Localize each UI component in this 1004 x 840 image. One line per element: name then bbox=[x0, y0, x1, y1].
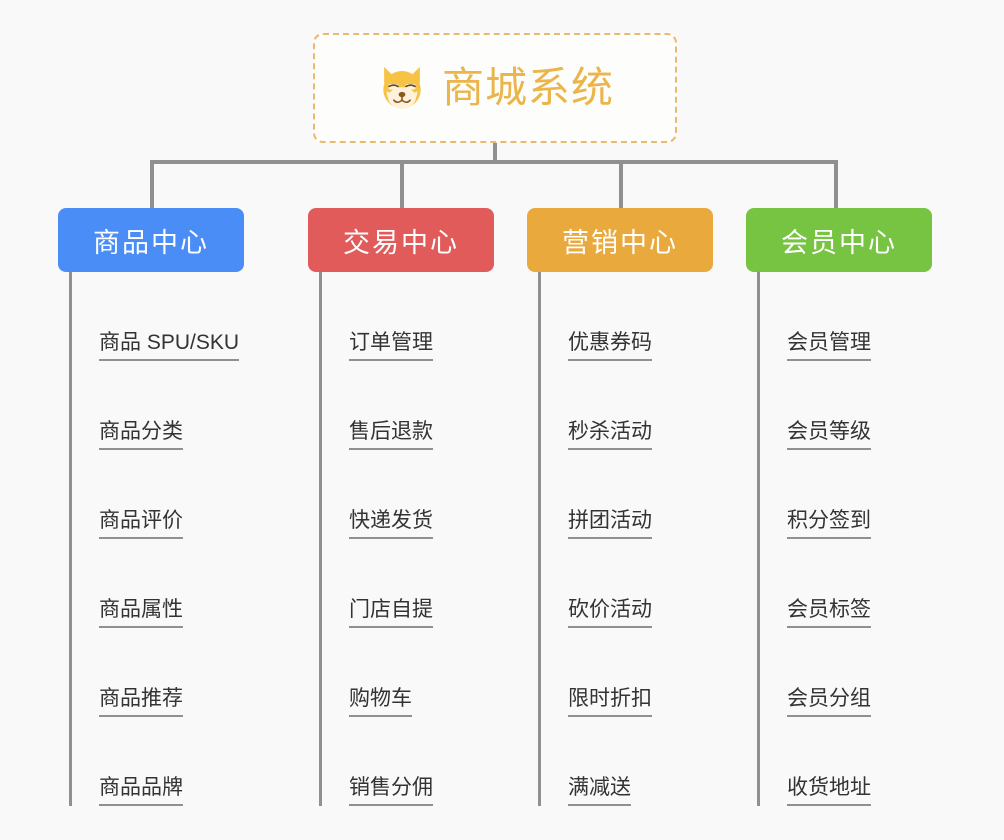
leaf-list-marketing: 优惠券码 秒杀活动 拼团活动 砍价活动 限时折扣 满减送 bbox=[538, 272, 713, 806]
list-item[interactable]: 会员标签 bbox=[760, 539, 932, 628]
list-item[interactable]: 商品推荐 bbox=[72, 628, 244, 717]
leaf-label: 满减送 bbox=[568, 776, 631, 806]
branch-header-product[interactable]: 商品中心 bbox=[58, 208, 244, 272]
branch-header-trade[interactable]: 交易中心 bbox=[308, 208, 494, 272]
leaf-label: 商品 SPU/SKU bbox=[99, 331, 240, 361]
branch-header-label: 商品中心 bbox=[93, 227, 209, 258]
list-item[interactable]: 商品评价 bbox=[72, 450, 244, 539]
leaf-label: 门店自提 bbox=[349, 598, 433, 628]
leaf-label: 限时折扣 bbox=[568, 687, 652, 717]
leaf-label: 销售分佣 bbox=[349, 776, 433, 806]
leaf-label: 商品评价 bbox=[99, 509, 183, 539]
leaf-label: 会员管理 bbox=[787, 331, 871, 361]
list-item[interactable]: 收货地址 bbox=[760, 717, 932, 806]
branch-column-trade: 交易中心 订单管理 售后退款 快递发货 门店自提 购物车 销售分佣 bbox=[308, 208, 494, 806]
connector-drop-1 bbox=[400, 160, 404, 208]
leaf-list-product: 商品 SPU/SKU 商品分类 商品评价 商品属性 商品推荐 商品品牌 bbox=[69, 272, 244, 806]
leaf-label: 积分签到 bbox=[787, 509, 871, 539]
branch-column-marketing: 营销中心 优惠券码 秒杀活动 拼团活动 砍价活动 限时折扣 满减送 bbox=[527, 208, 713, 806]
leaf-label: 商品推荐 bbox=[99, 687, 183, 717]
connector-drop-3 bbox=[834, 160, 838, 208]
shiba-dog-face-icon bbox=[383, 66, 421, 110]
leaf-label: 售后退款 bbox=[349, 420, 433, 450]
list-item[interactable]: 砍价活动 bbox=[541, 539, 713, 628]
list-item[interactable]: 限时折扣 bbox=[541, 628, 713, 717]
branch-header-marketing[interactable]: 营销中心 bbox=[527, 208, 713, 272]
leaf-label: 商品分类 bbox=[99, 420, 183, 450]
leaf-label: 优惠券码 bbox=[568, 331, 652, 361]
list-item[interactable]: 会员分组 bbox=[760, 628, 932, 717]
list-item[interactable]: 秒杀活动 bbox=[541, 361, 713, 450]
leaf-list-trade: 订单管理 售后退款 快递发货 门店自提 购物车 销售分佣 bbox=[319, 272, 494, 806]
leaf-label: 订单管理 bbox=[349, 331, 433, 361]
leaf-label: 会员分组 bbox=[787, 687, 871, 717]
branch-header-label: 会员中心 bbox=[781, 227, 897, 258]
connector-drop-2 bbox=[619, 160, 623, 208]
connector-root-stub bbox=[493, 143, 497, 164]
list-item[interactable]: 购物车 bbox=[322, 628, 494, 717]
leaf-list-member: 会员管理 会员等级 积分签到 会员标签 会员分组 收货地址 bbox=[757, 272, 932, 806]
connector-horizontal-bus bbox=[150, 160, 838, 164]
leaf-label: 购物车 bbox=[349, 687, 412, 717]
list-item[interactable]: 售后退款 bbox=[322, 361, 494, 450]
list-item[interactable]: 会员管理 bbox=[760, 272, 932, 361]
branch-column-member: 会员中心 会员管理 会员等级 积分签到 会员标签 会员分组 收货地址 bbox=[746, 208, 932, 806]
leaf-label: 收货地址 bbox=[787, 776, 871, 806]
branch-header-member[interactable]: 会员中心 bbox=[746, 208, 932, 272]
leaf-label: 快递发货 bbox=[349, 509, 433, 539]
leaf-label: 会员标签 bbox=[787, 598, 871, 628]
list-item[interactable]: 满减送 bbox=[541, 717, 713, 806]
leaf-label: 商品属性 bbox=[99, 598, 183, 628]
list-item[interactable]: 快递发货 bbox=[322, 450, 494, 539]
list-item[interactable]: 优惠券码 bbox=[541, 272, 713, 361]
list-item[interactable]: 商品品牌 bbox=[72, 717, 244, 806]
leaf-label: 砍价活动 bbox=[568, 598, 652, 628]
leaf-label: 秒杀活动 bbox=[568, 420, 652, 450]
root-node[interactable]: 商城系统 bbox=[313, 33, 677, 143]
list-item[interactable]: 商品属性 bbox=[72, 539, 244, 628]
list-item[interactable]: 门店自提 bbox=[322, 539, 494, 628]
list-item[interactable]: 拼团活动 bbox=[541, 450, 713, 539]
list-item[interactable]: 会员等级 bbox=[760, 361, 932, 450]
leaf-label: 会员等级 bbox=[787, 420, 871, 450]
branch-header-label: 交易中心 bbox=[343, 227, 459, 258]
list-item[interactable]: 积分签到 bbox=[760, 450, 932, 539]
leaf-label: 商品品牌 bbox=[99, 776, 183, 806]
list-item[interactable]: 销售分佣 bbox=[322, 717, 494, 806]
list-item[interactable]: 商品分类 bbox=[72, 361, 244, 450]
root-title: 商城系统 bbox=[441, 64, 614, 111]
list-item[interactable]: 订单管理 bbox=[322, 272, 494, 361]
branch-header-label: 营销中心 bbox=[562, 227, 678, 258]
branch-column-product: 商品中心 商品 SPU/SKU 商品分类 商品评价 商品属性 商品推荐 商品品牌 bbox=[58, 208, 244, 806]
connector-drop-0 bbox=[150, 160, 154, 208]
leaf-label: 拼团活动 bbox=[568, 509, 652, 539]
list-item[interactable]: 商品 SPU/SKU bbox=[72, 272, 244, 361]
